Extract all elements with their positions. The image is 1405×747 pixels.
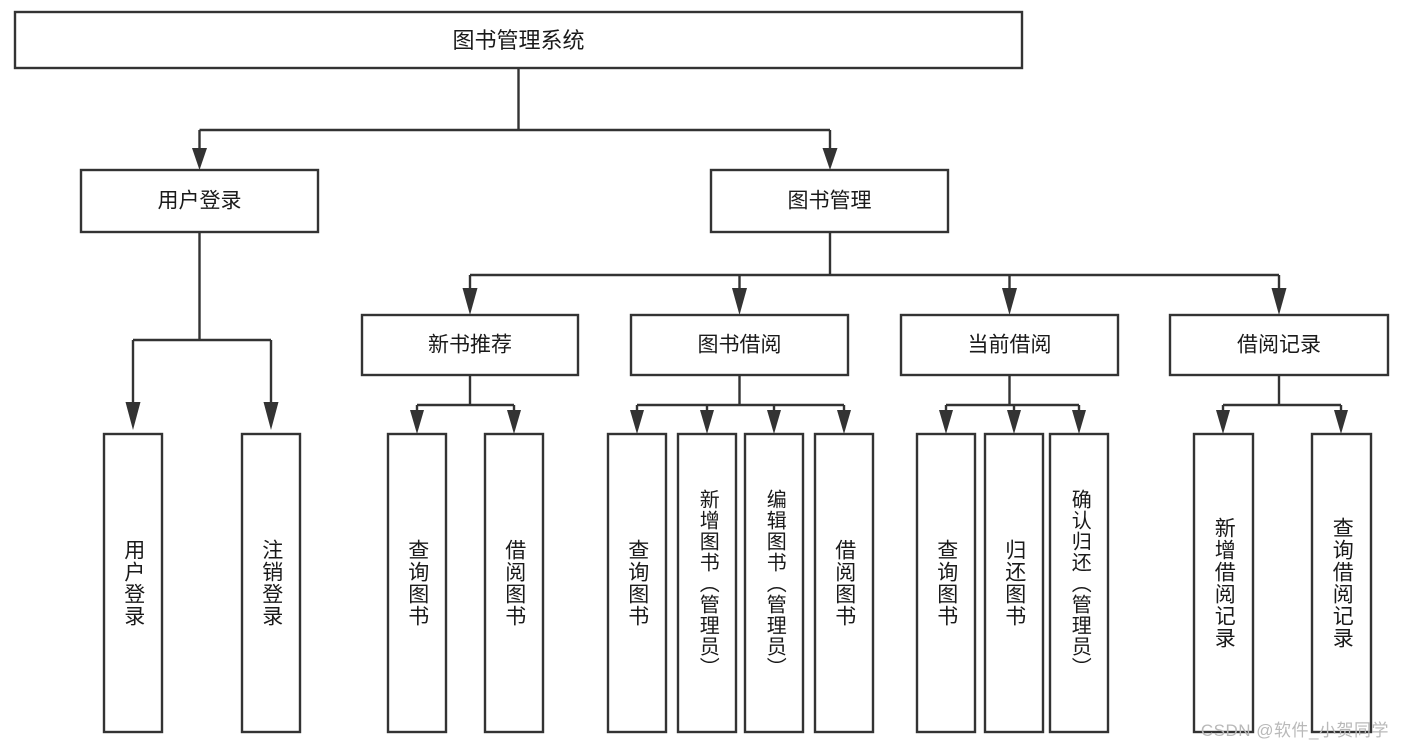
node-current-borrow[interactable]: 当前借阅 bbox=[899, 313, 1120, 377]
node-leaf-user-login-box[interactable] bbox=[102, 432, 164, 734]
node-new-book-rec[interactable]: 新书推荐 bbox=[360, 313, 580, 377]
node-leaf-query-record-box[interactable] bbox=[1310, 432, 1373, 734]
node-leaf-query-book-1-box[interactable] bbox=[386, 432, 448, 734]
arrow-head-leaf-return-book bbox=[1007, 410, 1021, 434]
node-new-book-rec-box[interactable] bbox=[360, 313, 580, 377]
node-leaf-edit-book-box[interactable] bbox=[743, 432, 805, 734]
arrow-head-leaf-edit-book bbox=[767, 410, 781, 434]
node-root[interactable]: 图书管理系统 bbox=[13, 10, 1024, 70]
node-current-borrow-box[interactable] bbox=[899, 313, 1120, 377]
arrow-head-new-book-rec bbox=[462, 288, 478, 315]
arrow-head-leaf-add-book bbox=[700, 410, 714, 434]
node-leaf-user-logout-box[interactable] bbox=[240, 432, 302, 734]
arrow-head-leaf-user-logout bbox=[263, 402, 279, 430]
node-borrow-record[interactable]: 借阅记录 bbox=[1168, 313, 1390, 377]
arrow-head-borrow-record bbox=[1271, 288, 1287, 315]
arrow-head-user-login bbox=[192, 148, 207, 170]
arrow-head-leaf-query-book-2 bbox=[630, 410, 644, 434]
arrow-head-leaf-query-record bbox=[1334, 410, 1348, 434]
arrow-head-leaf-add-record bbox=[1216, 410, 1230, 434]
arrow-head-leaf-user-login bbox=[125, 402, 141, 430]
arrow-head-current-borrow bbox=[1002, 288, 1017, 315]
node-leaf-confirm-return-box[interactable] bbox=[1048, 432, 1110, 734]
node-leaf-borrow-book-2-box[interactable] bbox=[813, 432, 875, 734]
node-book-manage[interactable]: 图书管理 bbox=[709, 168, 950, 234]
node-root-box[interactable] bbox=[13, 10, 1024, 70]
node-leaf-return-book-box[interactable] bbox=[983, 432, 1045, 734]
arrow-head-leaf-borrow-book-2 bbox=[837, 410, 851, 434]
node-leaf-add-book-box[interactable] bbox=[676, 432, 738, 734]
node-current-borrow-label: 当前借阅 bbox=[968, 334, 1052, 357]
arrow-head-leaf-borrow-book-1 bbox=[507, 410, 521, 434]
node-book-manage-box[interactable] bbox=[709, 168, 950, 234]
node-user-login[interactable]: 用户登录 bbox=[79, 168, 320, 234]
node-borrow-record-label: 借阅记录 bbox=[1237, 334, 1321, 357]
node-user-login-label: 用户登录 bbox=[158, 190, 242, 213]
node-leaf-add-record-box[interactable] bbox=[1192, 432, 1255, 734]
node-book-borrow-box[interactable] bbox=[629, 313, 850, 377]
node-leaf-borrow-book-1-box[interactable] bbox=[483, 432, 545, 734]
node-book-manage-label: 图书管理 bbox=[788, 190, 872, 213]
connector-group bbox=[125, 68, 1348, 434]
leaf-box-group bbox=[102, 432, 1373, 734]
arrow-head-book-manage bbox=[822, 148, 838, 170]
node-leaf-query-book-2-box[interactable] bbox=[606, 432, 668, 734]
arrow-head-leaf-query-book-3 bbox=[939, 410, 953, 434]
arrow-head-leaf-confirm-return bbox=[1072, 410, 1086, 434]
node-new-book-rec-label: 新书推荐 bbox=[428, 334, 512, 357]
node-book-borrow[interactable]: 图书借阅 bbox=[629, 313, 850, 377]
csdn-watermark: CSDN @软件_小贺同学 bbox=[1200, 721, 1389, 740]
node-leaf-query-book-3-box[interactable] bbox=[915, 432, 977, 734]
node-user-login-box[interactable] bbox=[79, 168, 320, 234]
arrow-head-book-borrow bbox=[732, 288, 747, 315]
node-root-label: 图书管理系统 bbox=[452, 28, 584, 53]
node-book-borrow-label: 图书借阅 bbox=[698, 334, 782, 357]
arrow-head-leaf-query-book-1 bbox=[410, 410, 424, 434]
node-borrow-record-box[interactable] bbox=[1168, 313, 1390, 377]
